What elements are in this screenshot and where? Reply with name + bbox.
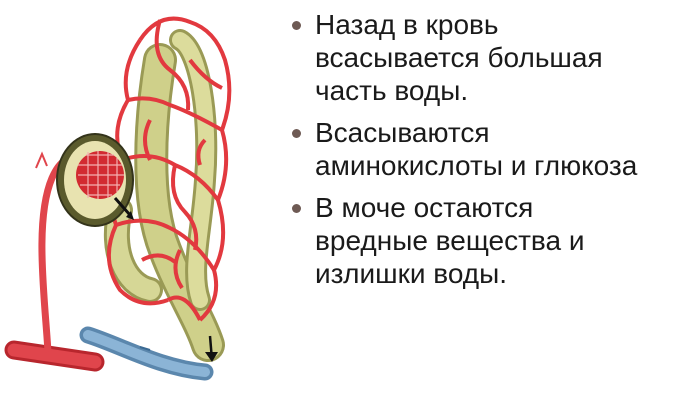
renal-tubule bbox=[103, 29, 225, 362]
bullet-line: Назад в кровь bbox=[315, 9, 499, 40]
bullet-dot-icon bbox=[292, 129, 301, 138]
bullet-item: Всасываются аминокислоты и глюкоза bbox=[286, 116, 680, 182]
bullet-line: часть воды. bbox=[315, 75, 469, 106]
glomerulus bbox=[56, 133, 134, 227]
bullet-line: В моче остаются bbox=[315, 192, 534, 223]
vein-flow-arrow-icon bbox=[139, 346, 151, 351]
bullet-item: Назад в кровь всасывается большая часть … bbox=[286, 8, 680, 107]
bullet-item: В моче остаются вредные вещества и излиш… bbox=[286, 191, 680, 290]
bullet-line: всасывается большая bbox=[315, 42, 603, 73]
bullet-line: аминокислоты и глюкоза bbox=[315, 150, 638, 181]
bullet-dot-icon bbox=[292, 21, 301, 30]
bullet-line: Всасываются bbox=[315, 117, 490, 148]
artery-flow-arrow-icon bbox=[35, 151, 48, 169]
nephron-illustration bbox=[4, 16, 232, 381]
capillary-network bbox=[106, 16, 232, 322]
bullet-line: излишки воды. bbox=[315, 258, 508, 289]
bullet-line: вредные вещества и bbox=[315, 225, 585, 256]
bullet-dot-icon bbox=[292, 204, 301, 213]
bullet-list: Назад в кровь всасывается большая часть … bbox=[286, 8, 680, 299]
renal-vein bbox=[79, 326, 214, 381]
